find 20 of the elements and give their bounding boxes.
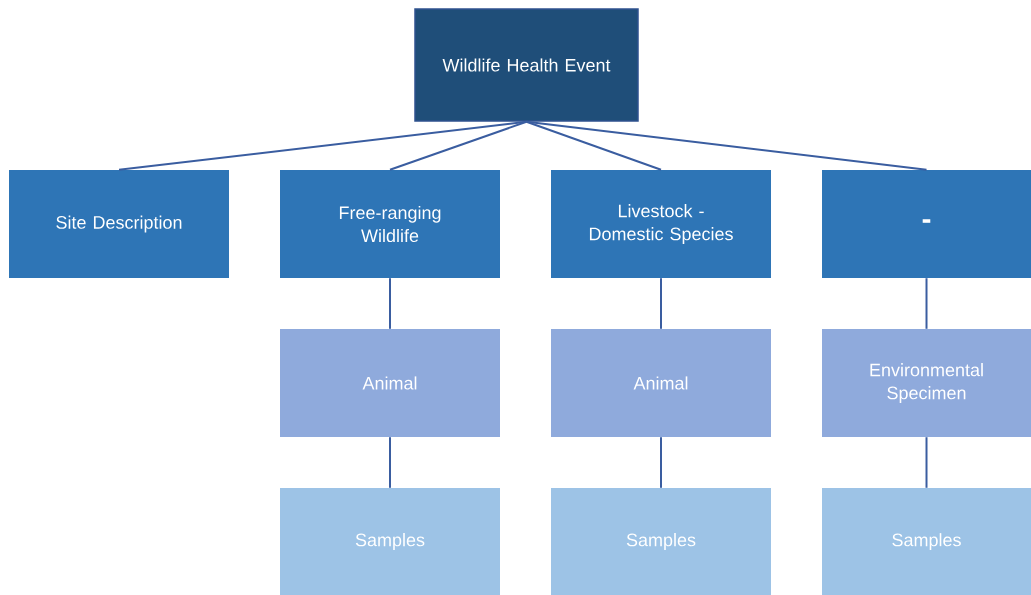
connector-line: [525, 120, 928, 171]
connector-line: [525, 120, 662, 171]
connector-line: [925, 277, 928, 330]
category-box: Free-ranging Wildlife: [280, 170, 500, 278]
connector-line: [660, 436, 662, 489]
subject-box: Animal: [280, 329, 500, 437]
subject-box: Environmental Specimen: [822, 329, 1031, 437]
samples-box: Samples: [822, 488, 1031, 595]
subject-box: Animal: [551, 329, 771, 437]
category-box: -: [822, 170, 1031, 278]
connector-line: [925, 436, 928, 489]
connector-line: [660, 277, 662, 330]
samples-box: Samples: [551, 488, 771, 595]
category-box: Livestock - Domestic Species: [551, 170, 771, 278]
connector-line: [389, 436, 391, 489]
category-box: Site Description: [9, 170, 229, 278]
connector-line: [389, 277, 391, 330]
samples-box: Samples: [280, 488, 500, 595]
event-box: Wildlife Health Event: [414, 8, 639, 122]
connector-line: [389, 120, 528, 171]
